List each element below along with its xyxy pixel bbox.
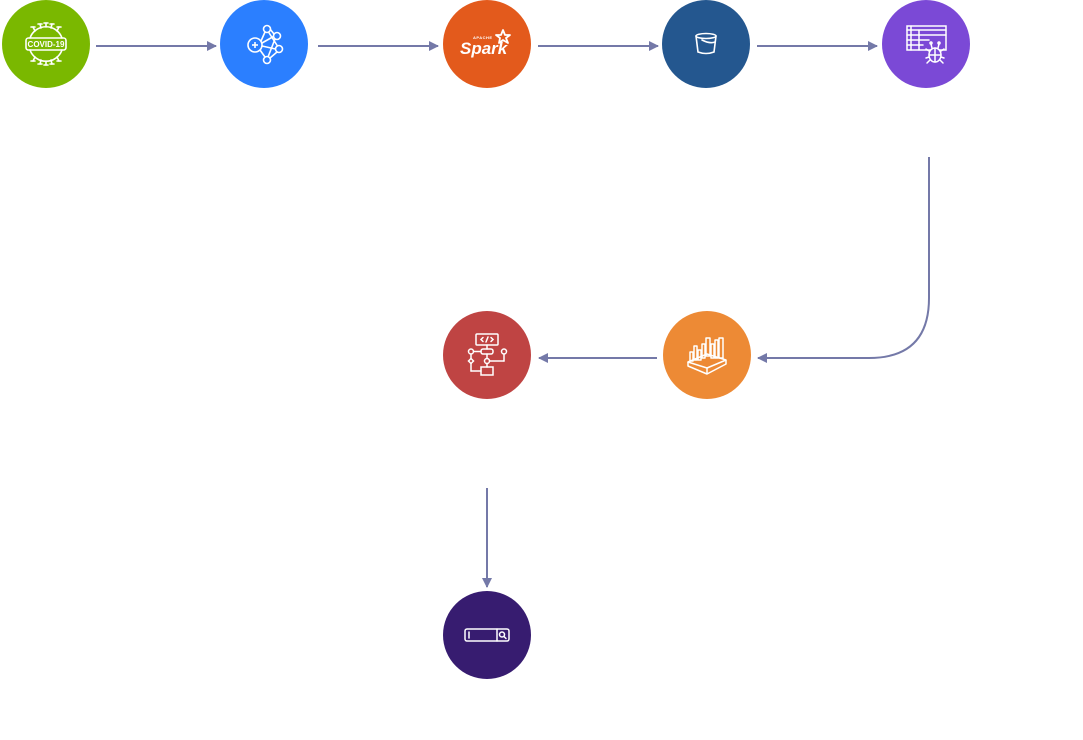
code-flow-icon: [467, 333, 508, 376]
bucket-icon: [695, 32, 717, 55]
spark-label: Spark: [460, 39, 509, 58]
node-storage-bucket[interactable]: [662, 0, 750, 88]
covid-label: COVID-19: [28, 40, 65, 49]
node-search[interactable]: [443, 591, 531, 679]
covid-19-icon: COVID-19: [25, 22, 67, 66]
node-apache-spark[interactable]: APACHE Spark: [443, 0, 531, 88]
apache-spark-icon: APACHE Spark: [460, 29, 511, 58]
edge-crawler-to-warehouse: [757, 157, 930, 363]
spark-apache-label: APACHE: [473, 35, 493, 40]
node-workflow[interactable]: [443, 311, 531, 399]
warehouse-icon: [687, 337, 727, 375]
node-ml-network[interactable]: [220, 0, 308, 88]
search-bar-icon: [464, 628, 510, 642]
node-data-crawler[interactable]: [882, 0, 970, 88]
node-covid-data[interactable]: COVID-19: [2, 0, 90, 88]
table-bug-icon: [906, 25, 947, 64]
node-data-warehouse[interactable]: [663, 311, 751, 399]
neural-network-icon: [247, 24, 284, 65]
